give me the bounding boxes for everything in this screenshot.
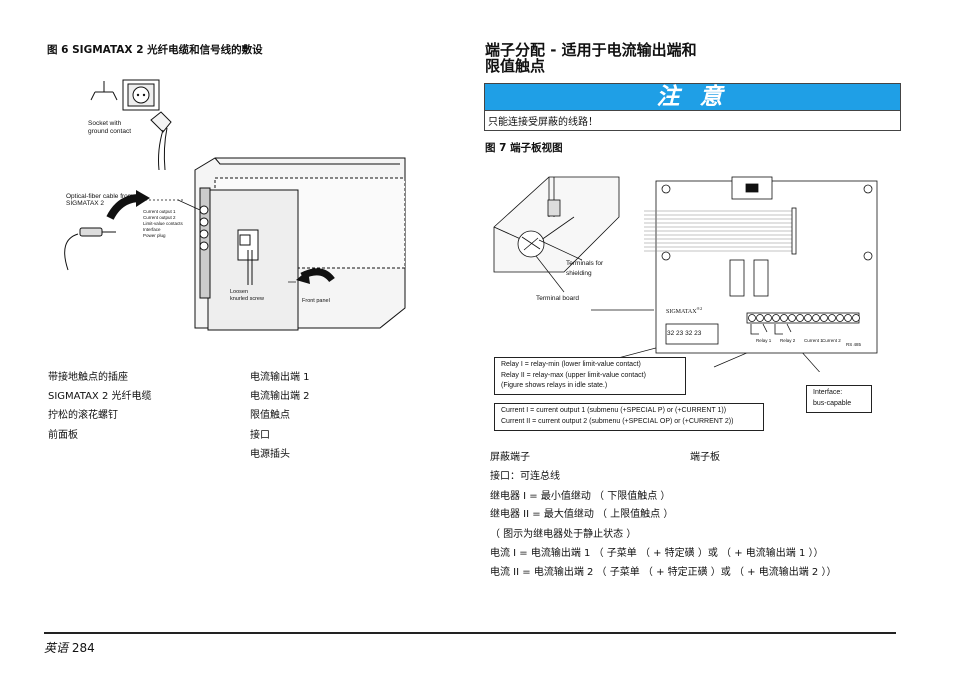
relay-callout-line3: (Figure shows relays in idle state.)	[501, 382, 608, 389]
legend-left-2: SIGMATAX 2 光纤电缆	[48, 391, 152, 402]
connector-label-interface: Interface	[143, 227, 161, 232]
terminal-23a: 23	[676, 330, 684, 337]
legend-mid-5: 电源插头	[250, 449, 290, 460]
footer-page-number: 284	[71, 641, 95, 655]
shielding-label-2: shielding	[566, 270, 592, 277]
connector-label-power: Power plug	[143, 233, 166, 238]
terminal-board-drawing	[644, 176, 878, 354]
front-panel-arrow-icon	[296, 268, 335, 284]
fiber-cable	[64, 227, 116, 271]
footer-rule	[44, 632, 896, 634]
current-callout: Current I = current output 1 (submenu (+…	[494, 403, 764, 431]
current-callout-line2: Current II = current output 2 (submenu (…	[501, 417, 734, 425]
relay-callout-line1: Relay I = relay-min (lower limit-value c…	[501, 361, 641, 368]
socket-label-2: ground contact	[88, 128, 132, 135]
front-panel-label: Front panel	[302, 298, 330, 304]
legend-left-4: 前面板	[48, 430, 78, 441]
legend-left-3: 拧松的滚花螺钉	[48, 410, 118, 421]
interface-callout-line2: bus-capable	[813, 399, 852, 407]
legend-right-5: 电流 I = 电流输出端 1 （ 子菜单 （ + 特定磺 ）或 （ + 电流输出…	[490, 548, 824, 559]
figure-6-drawing	[64, 79, 406, 331]
legend-right-board: 端子板	[690, 452, 720, 463]
current2-label: Current 2	[822, 338, 841, 343]
terminal-23b: 23	[694, 330, 702, 337]
rs485-label: RS 485	[846, 342, 862, 347]
socket-icon	[122, 79, 160, 111]
current-callout-line1: Current I = current output 1 (submenu (+…	[501, 407, 727, 414]
legend-right-shield: 屏蔽端子	[490, 452, 530, 463]
terminal-board-label: Terminal board	[536, 295, 579, 302]
footer-language: 英语	[44, 641, 69, 655]
shield-terminal-numbers: 32 23 32 23	[667, 330, 701, 337]
legend-right-1: 接口：可连总线	[490, 471, 560, 482]
shielding-label-1: Terminals for	[566, 260, 604, 267]
fiber-label-1: Optical-fiber cable from	[66, 193, 134, 200]
interface-callout-line1: Interface:	[813, 389, 843, 396]
connector-label-current1: Current output 1	[143, 209, 176, 214]
legend-mid-1: 电流输出端 1	[250, 372, 310, 383]
legend-right-4: （ 图示为继电器处于静止状态 ）	[490, 529, 637, 540]
figure-7-drawing	[493, 176, 878, 372]
brand-superscript: ®2	[696, 306, 703, 311]
caution-text: 只能连接受屏蔽的线路！	[485, 110, 900, 130]
figure-6-title: 图 6 SIGMATAX 2 光纤电缆和信号线的敷设	[47, 44, 263, 56]
current1-label: Current 1	[804, 338, 823, 343]
section-heading-line1: 端子分配 - 适用于电流输出端和	[485, 41, 697, 59]
socket-label-1: Socket with	[88, 120, 122, 127]
brand-logo: SIGMATAX®2	[666, 306, 702, 315]
terminal-32b: 32	[685, 330, 693, 337]
legend-right-2: 继电器 I = 最小值继动 （ 下限值触点 ）	[490, 491, 671, 502]
relay2-label: Relay 2	[780, 338, 796, 343]
screw-label-2: knurled screw	[230, 296, 264, 302]
relay-callout-line2: Relay II = relay-max (upper limit-value …	[501, 371, 646, 379]
figure-7-title: 图 7 端子板视图	[485, 142, 563, 154]
section-heading-line2: 限值触点	[485, 57, 546, 75]
brand-name: SIGMATAX	[666, 309, 697, 315]
relay-callout: Relay I = relay-min (lower limit-value c…	[494, 357, 686, 395]
screw-label-1: Loosen	[230, 289, 249, 295]
power-plug-icon	[150, 111, 172, 171]
legend-mid-3: 限值触点	[250, 410, 290, 421]
fiber-label-2: SIGMATAX 2	[66, 200, 105, 207]
housing-drawing	[493, 176, 620, 273]
connector-label-current2: Current output 2	[143, 215, 176, 220]
legend-mid-2: 电流输出端 2	[250, 391, 310, 402]
relay1-label: Relay 1	[756, 338, 772, 343]
connector-label-limit: Limit-value contacts	[143, 221, 183, 226]
legend-left-1: 带接地触点的插座	[48, 372, 128, 383]
caution-title: 注 意	[485, 84, 900, 110]
terminal-32a: 32	[667, 330, 675, 337]
ground-symbol-icon	[90, 81, 118, 101]
legend-mid-4: 接口	[250, 430, 270, 441]
legend-right-6: 电流 II = 电流输出端 2 （ 子菜单 （ + 特定正磺 ）或 （ + 电流…	[490, 567, 837, 578]
cabinet-drawing	[194, 157, 406, 331]
legend-right-3: 继电器 II = 最大值继动 （ 上限值触点 ）	[490, 509, 674, 520]
caution-box: 注 意 只能连接受屏蔽的线路！	[484, 83, 901, 131]
page-footer: 英语 284	[44, 639, 95, 656]
fiber-arrow-icon	[106, 190, 150, 220]
interface-callout: Interface: bus-capable	[806, 385, 872, 413]
